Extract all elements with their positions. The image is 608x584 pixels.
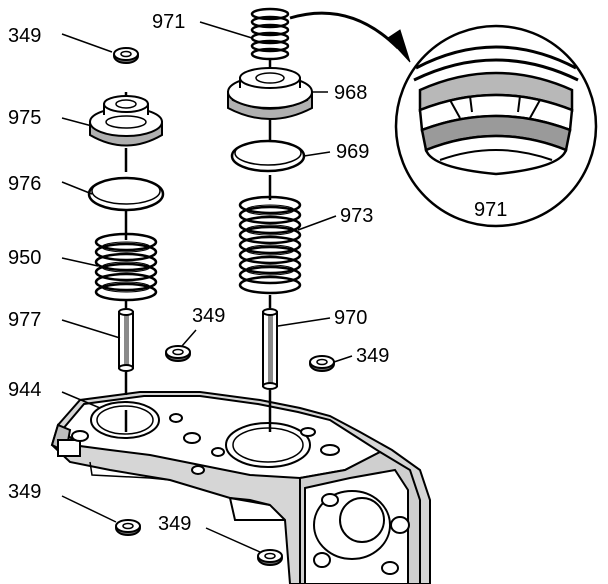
callout-976-seal: 976 [8,173,41,195]
pin-977-left [118,308,134,372]
spring-950-left [94,232,158,302]
callout-975-cap: 975 [8,107,41,129]
leader-lines [61,21,353,553]
detail-view-971 [394,24,598,228]
washer-349-bottom-center [257,549,283,566]
callout-971-spring: 971 [152,11,185,33]
spring-973-right [238,195,302,295]
valve-body-housing [50,391,431,584]
callout-349-washer-right: 349 [356,345,389,367]
callout-349-washer-bottom-center: 349 [158,513,191,535]
cap-968-right [227,67,313,120]
cap-975-left [89,95,163,147]
seal-ring-976-left [87,176,165,212]
callout-971-detail: 971 [474,199,507,221]
spring-971-top [250,7,290,61]
seal-ring-969-right [230,139,306,173]
washer-349-right [309,355,335,372]
callout-968-cap: 968 [334,82,367,104]
washer-349-bottom-left [115,519,141,536]
callout-944-body: 944 [8,379,41,401]
detail-pointer-arrow [289,11,411,63]
pin-970-right [262,308,278,390]
callout-349-washer-bottom-left: 349 [8,481,41,503]
callout-970-pin: 970 [334,307,367,329]
callout-977-pin: 977 [8,309,41,331]
callout-973-spring: 973 [340,205,373,227]
callout-349-washer-top-left: 349 [8,25,41,47]
callout-969-seal: 969 [336,141,369,163]
washer-349-mid-left [165,345,191,362]
callout-950-spring: 950 [8,247,41,269]
callout-349-washer-mid-left: 349 [192,305,225,327]
washer-349-top-left [113,47,139,64]
